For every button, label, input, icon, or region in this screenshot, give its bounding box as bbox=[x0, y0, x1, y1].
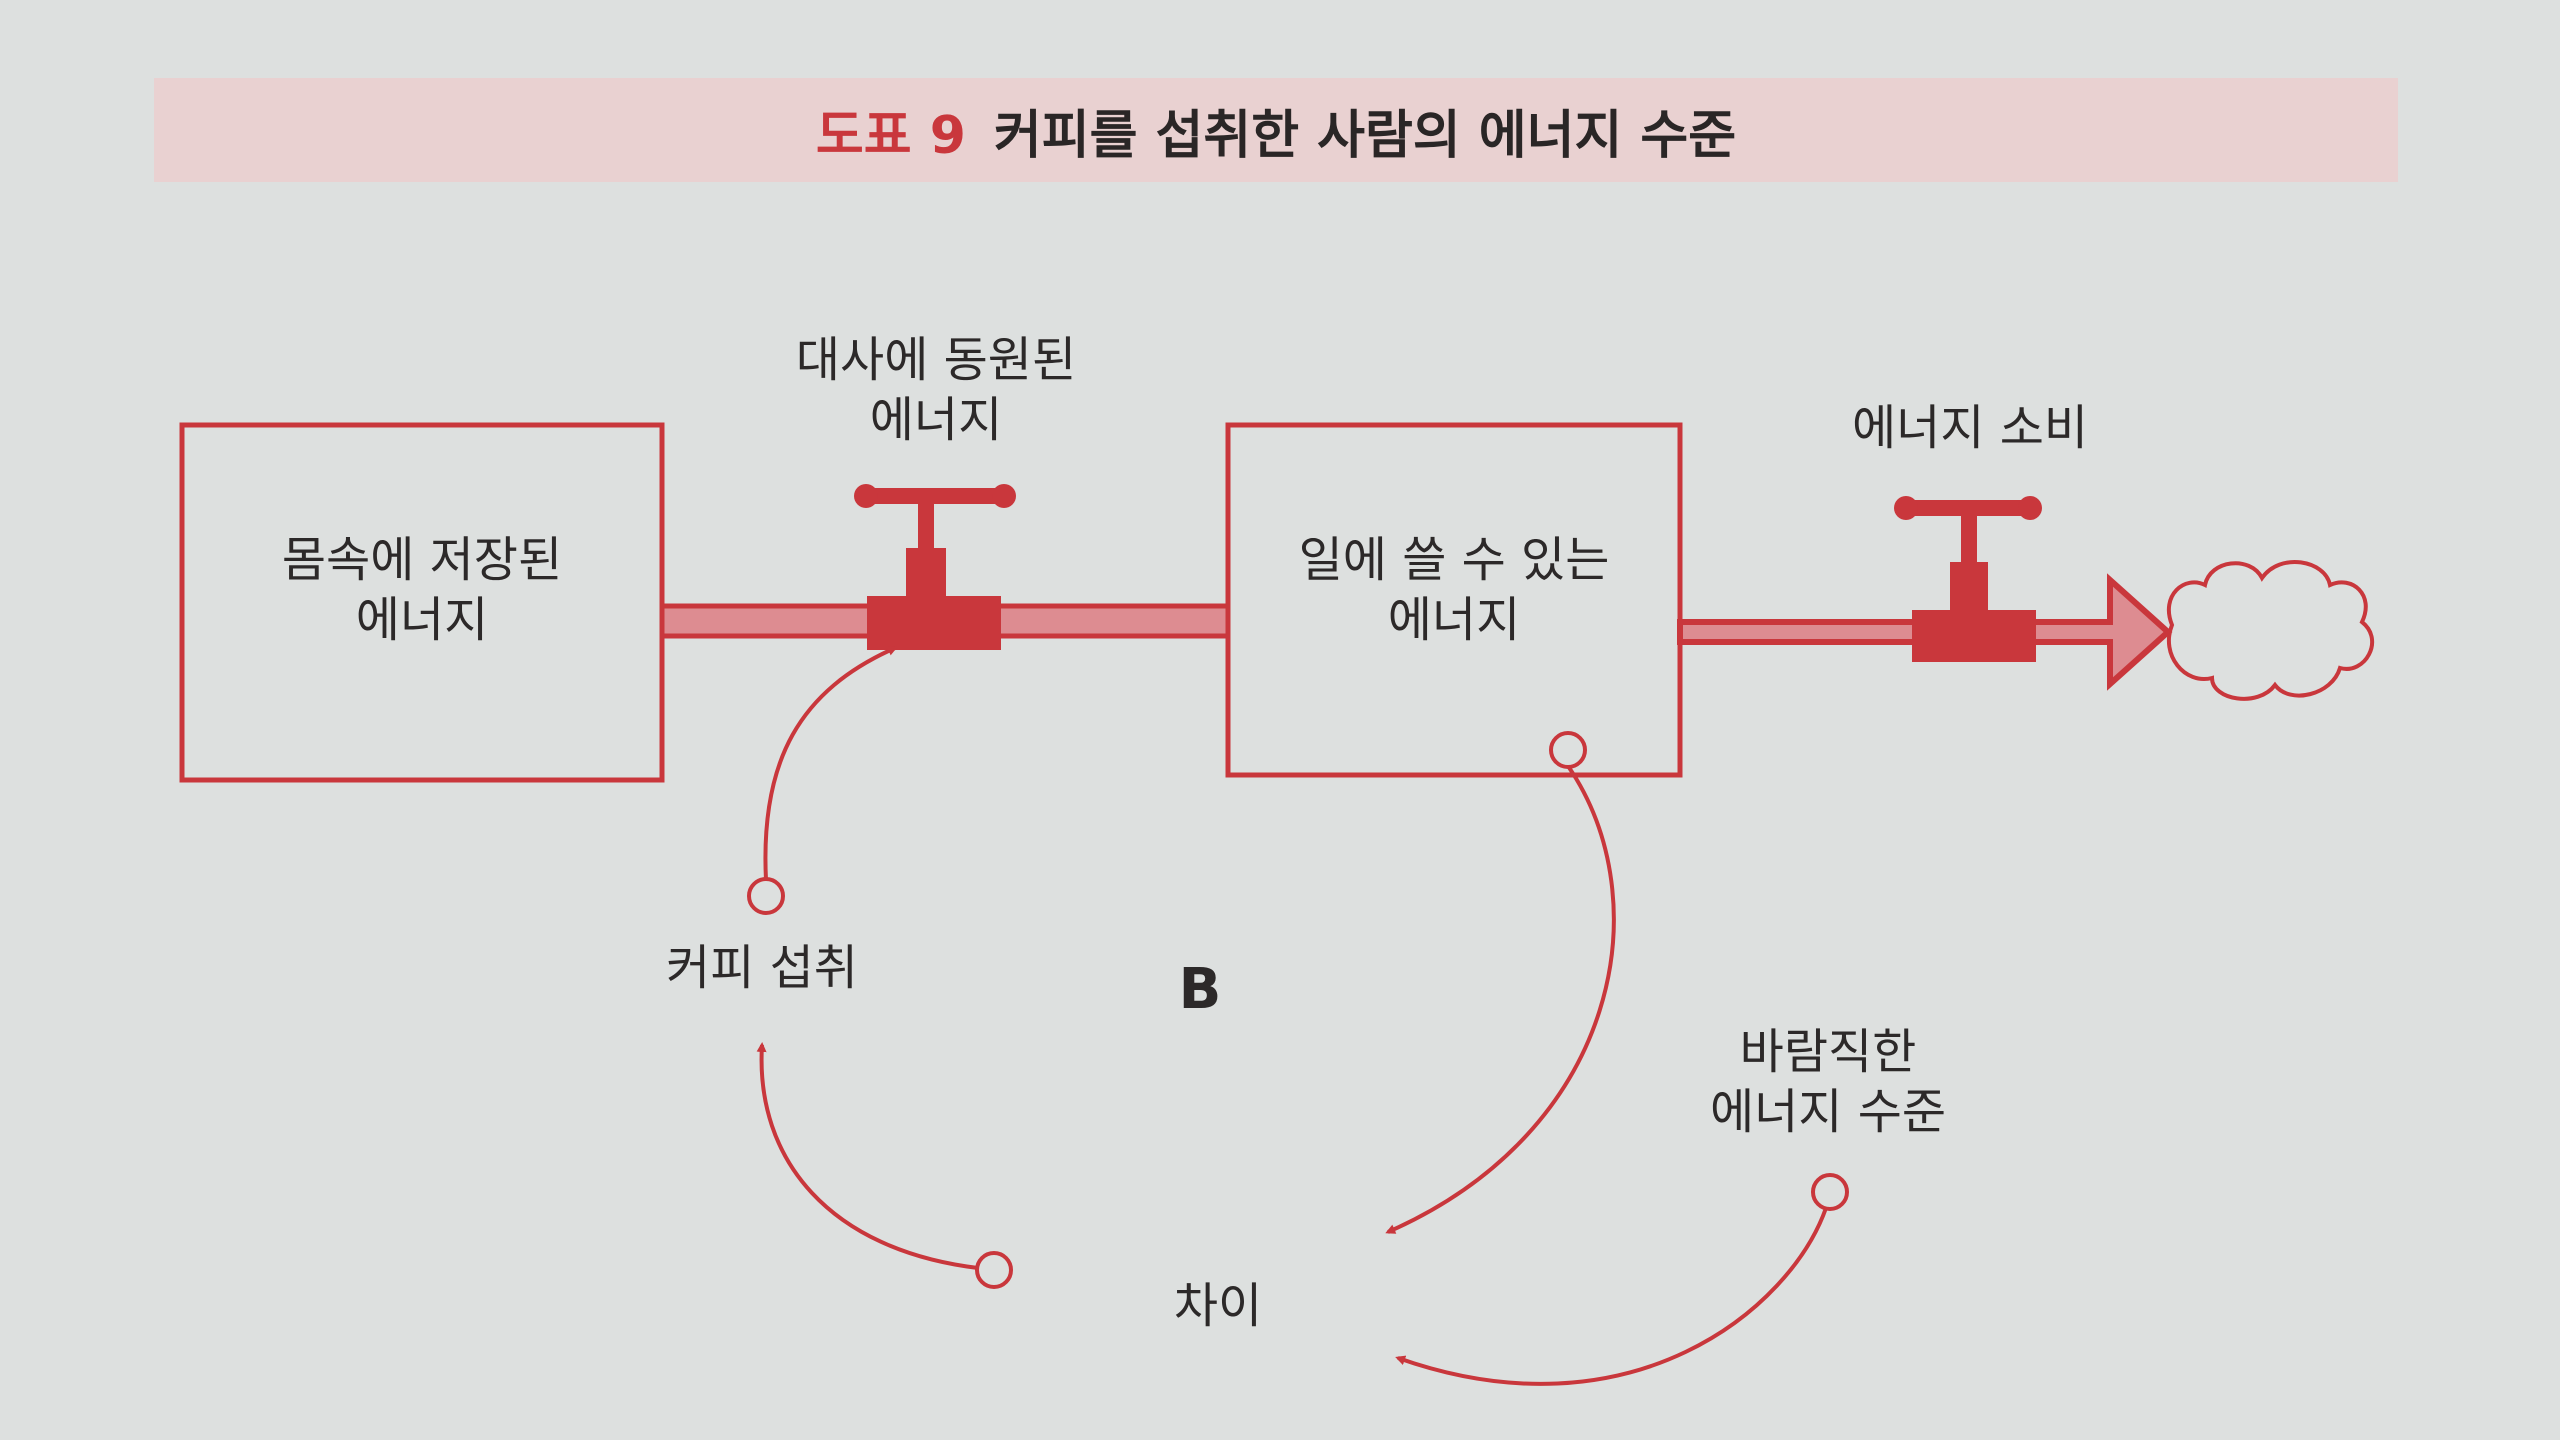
desired-energy-label-line2: 에너지 수준 bbox=[1709, 1084, 1947, 1140]
energy-consumption-label: 에너지 소비 bbox=[1851, 400, 2089, 456]
stored-energy-label-line1: 몸속에 저장된 bbox=[281, 532, 563, 588]
link-gap-to-coffee bbox=[756, 1042, 979, 1270]
link-origin bbox=[747, 877, 785, 915]
usable-energy-label: 일에 쓸 수 있는 에너지 bbox=[1254, 530, 1654, 650]
desired-energy-label-line1: 바람직한 bbox=[1739, 1024, 1917, 1080]
coffee-intake-label: 커피 섭취 bbox=[666, 940, 858, 996]
link-origin bbox=[1549, 731, 1587, 769]
link-origin bbox=[975, 1251, 1013, 1289]
figure-title: 도표 9 커피를 섭취한 사람의 에너지 수준 bbox=[154, 78, 2398, 182]
mobilized-energy-label-line2: 에너지 bbox=[869, 392, 1003, 448]
link-desired-to-gap bbox=[1395, 1207, 1828, 1386]
mobilized-energy-label: 대사에 동원된 에너지 bbox=[736, 330, 1136, 450]
balancing-loop-marker: B bbox=[1178, 957, 1222, 1022]
title-band bbox=[154, 78, 2398, 182]
valve-icon bbox=[854, 484, 1016, 650]
gap-label: 차이 bbox=[1173, 1278, 1263, 1334]
mobilized-energy-label-line1: 대사에 동원된 bbox=[795, 332, 1077, 388]
link-origin bbox=[1811, 1173, 1849, 1211]
usable-energy-stock bbox=[1225, 422, 1683, 778]
cloud-icon bbox=[2166, 560, 2375, 701]
desired-energy-label: 바람직한 에너지 수준 bbox=[1628, 1022, 2028, 1142]
valve-icon bbox=[1894, 496, 2042, 662]
link-usable-to-gap bbox=[1385, 764, 1616, 1234]
usable-energy-label-line2: 에너지 bbox=[1387, 592, 1521, 648]
figure-caption: 커피를 섭취한 사람의 에너지 수준 bbox=[993, 105, 1737, 166]
usable-energy-label-line1: 일에 쓸 수 있는 bbox=[1298, 532, 1610, 588]
figure-number: 도표 9 bbox=[815, 105, 966, 166]
stored-energy-label-line2: 에너지 bbox=[355, 592, 489, 648]
stored-energy-stock bbox=[179, 422, 665, 783]
stored-energy-label: 몸속에 저장된 에너지 bbox=[222, 530, 622, 650]
link-coffee-to-mobilization bbox=[763, 646, 898, 881]
